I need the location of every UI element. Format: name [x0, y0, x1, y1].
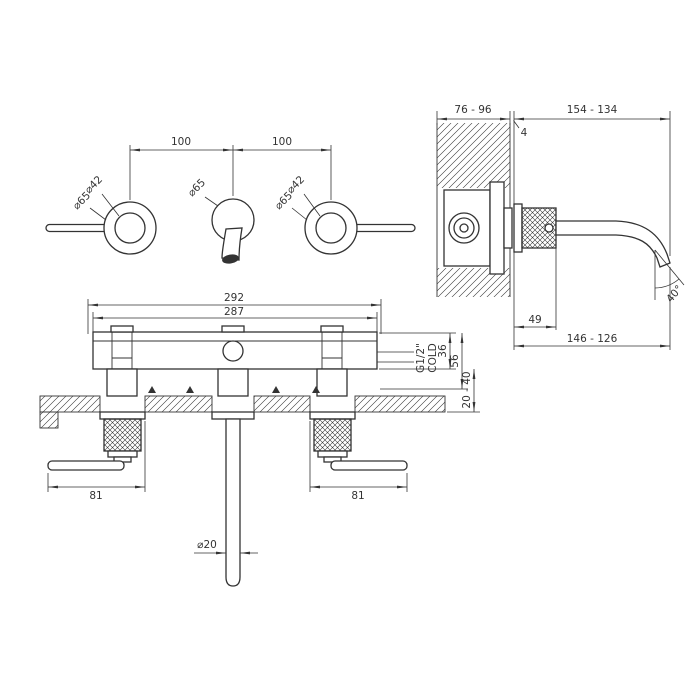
dim-width-total: 292: [224, 292, 244, 304]
plan-depth-dimensions: G1/2" COLD 36 56 20 - 40: [377, 332, 480, 413]
spout-front: [211, 198, 255, 264]
dim-spout-angle: 40°: [664, 283, 685, 305]
wall-section-plan: [39, 395, 446, 429]
plan-width-dimensions: 292 287: [87, 292, 382, 334]
label-thread-size: G1/2": [415, 343, 427, 373]
dim-reach-bottom: 146 - 126: [567, 333, 618, 345]
side-top-dimensions: 76 - 96 154 - 134 4: [436, 104, 671, 256]
front-view: 100 100 ⌀42 ⌀65 ⌀65: [45, 136, 416, 264]
knurled-collar-right: [313, 418, 352, 452]
left-lever-dimension: 81: [47, 421, 146, 502]
front-spacing-dimensions: 100 100: [129, 136, 332, 200]
plan-view: 292 287: [39, 292, 480, 587]
dim-reach-top: 154 - 134: [567, 104, 618, 116]
concealed-valve-body: [443, 181, 513, 275]
dim-depth-a: 36: [437, 344, 449, 358]
left-lever-plan: [47, 460, 125, 471]
escutcheon-side: [513, 203, 523, 253]
spout-front-label: ⌀65: [186, 177, 219, 207]
set-screw: [544, 223, 554, 233]
dim-flange-gap: 4: [521, 127, 528, 139]
mounting-screw: [148, 386, 156, 393]
spout-side: [555, 220, 671, 268]
dim-lever-right: 81: [351, 490, 364, 502]
dim-wall-range: 76 - 96: [454, 104, 492, 116]
mounting-screw: [186, 386, 194, 393]
mounting-screw: [312, 386, 320, 393]
spout-diameter-dimension: ⌀20: [194, 539, 258, 555]
dim-spacing-right: 100: [272, 136, 292, 148]
left-handle-plan: [47, 411, 146, 471]
left-lever: [45, 223, 109, 233]
dim-spout-diameter: ⌀20: [197, 539, 217, 551]
dim-spout-escutcheon-diameter: ⌀65: [186, 177, 208, 199]
knurled-collar-left: [103, 418, 142, 452]
side-bottom-dimensions: 49 146 - 126: [513, 248, 671, 350]
label-cold: COLD: [427, 343, 439, 373]
side-view: 40° 76 - 96 154 - 134 4 49 146 - 126: [436, 104, 685, 350]
mounting-screw: [272, 386, 280, 393]
spout-tube-plan: [225, 418, 241, 587]
dim-lever-left: 81: [89, 490, 102, 502]
right-handle-front: [304, 201, 416, 255]
trim-side: [513, 203, 671, 268]
spout-outlet: [222, 254, 239, 264]
mixer-body-plan: [92, 325, 378, 397]
dim-adjust-range: 20 - 40: [461, 371, 473, 408]
spout-port: [222, 340, 244, 362]
right-lever-plan: [330, 460, 408, 471]
right-lever: [352, 223, 416, 233]
dim-handle-length: 49: [528, 314, 541, 326]
dim-spacing-left: 100: [171, 136, 191, 148]
left-handle-front: [45, 201, 157, 255]
dim-width-body: 287: [224, 306, 244, 318]
right-handle-plan: [309, 411, 408, 471]
wall-section-side: [436, 123, 511, 297]
right-lever-dimension: 81: [309, 421, 408, 502]
dim-depth-b: 56: [449, 354, 461, 368]
spout-plan: [211, 411, 255, 587]
